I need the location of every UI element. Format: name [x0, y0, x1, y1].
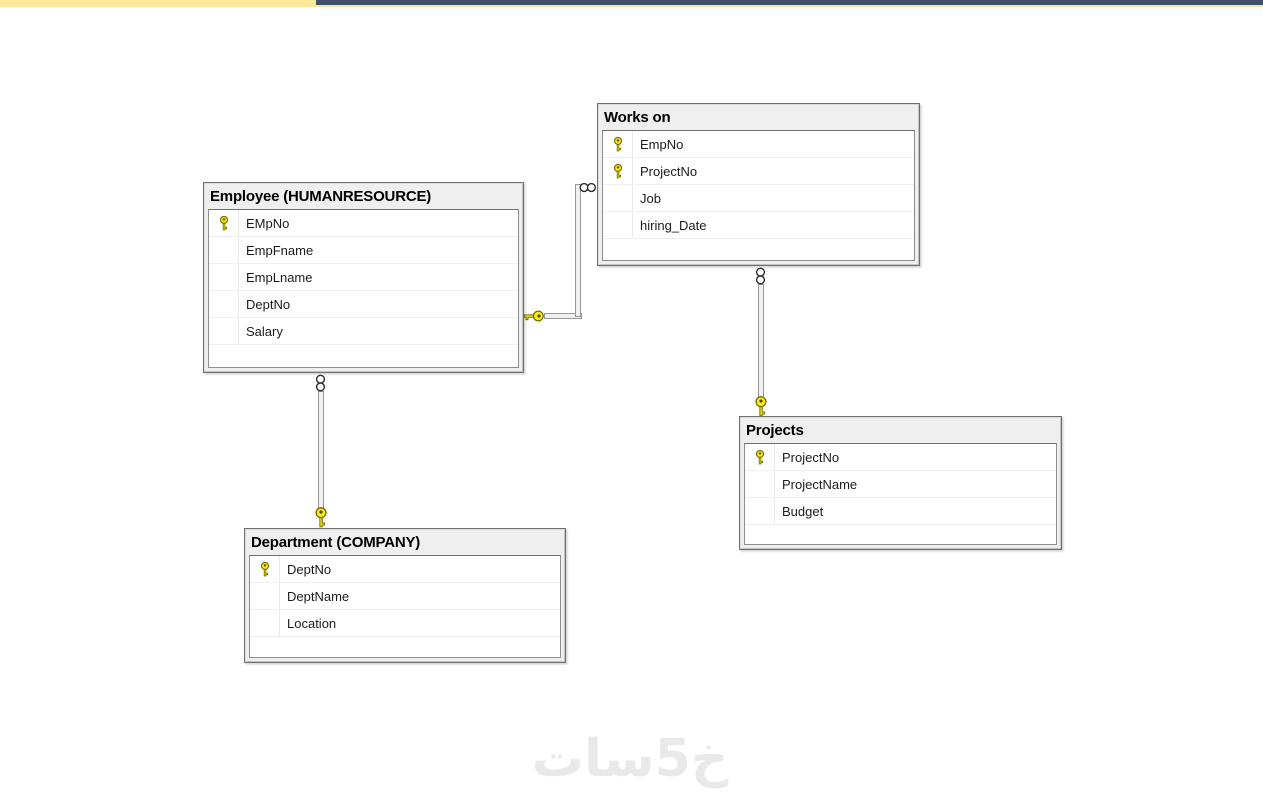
- field-name-label: EmpFname: [246, 242, 314, 258]
- field-row[interactable]: Job: [603, 185, 914, 212]
- field-row[interactable]: EMpNo: [209, 210, 518, 237]
- table-title: Department (COMPANY): [251, 534, 421, 551]
- field-row[interactable]: EmpLname: [209, 264, 518, 291]
- table-title: Works on: [604, 109, 671, 126]
- key-icon: [523, 309, 545, 323]
- primary-key-icon: [209, 210, 239, 236]
- field-name-label: DeptName: [287, 588, 350, 604]
- table-title: Employee (HUMANRESOURCE): [210, 188, 432, 205]
- icon-cell: [603, 185, 633, 211]
- icon-cell: [209, 291, 239, 317]
- field-row[interactable]: DeptName: [250, 583, 560, 610]
- field-row[interactable]: DeptNo: [209, 291, 518, 318]
- topbar-left-segment: [0, 0, 316, 7]
- icon-cell: [250, 583, 280, 609]
- infinity-icon: [754, 267, 767, 286]
- watermark-text: خ5سات: [531, 729, 729, 789]
- field-name-label: EmpNo: [640, 136, 684, 152]
- field-row[interactable]: ProjectNo: [745, 444, 1056, 471]
- primary-key-icon: [745, 444, 775, 470]
- icon-cell: [209, 318, 239, 344]
- topbar-accent-underline: [316, 5, 1263, 7]
- field-row[interactable]: ProjectNo: [603, 158, 914, 185]
- primary-key-icon: [603, 131, 633, 157]
- key-icon: [314, 506, 328, 528]
- field-name-label: DeptNo: [287, 561, 332, 577]
- icon-cell: [603, 212, 633, 238]
- field-row[interactable]: EmpNo: [603, 131, 914, 158]
- field-name-label: ProjectNo: [782, 449, 840, 465]
- field-name-label: Location: [287, 615, 337, 631]
- table-title: Projects: [746, 422, 804, 439]
- field-row[interactable]: hiring_Date: [603, 212, 914, 239]
- infinity-icon: [314, 374, 327, 393]
- infinity-icon: [579, 181, 597, 194]
- field-row[interactable]: Salary: [209, 318, 518, 345]
- field-name-label: DeptNo: [246, 296, 291, 312]
- field-name-label: ProjectNo: [640, 163, 698, 179]
- icon-cell: [745, 471, 775, 497]
- field-row[interactable]: DeptNo: [250, 556, 560, 583]
- field-name-label: Budget: [782, 503, 824, 519]
- field-row[interactable]: ProjectName: [745, 471, 1056, 498]
- field-row[interactable]: EmpFname: [209, 237, 518, 264]
- field-name-label: hiring_Date: [640, 217, 707, 233]
- field-name-label: Job: [640, 190, 661, 206]
- key-icon: [754, 395, 768, 417]
- field-name-label: EmpLname: [246, 269, 313, 285]
- relationship-line-employee-workson[interactable]: [575, 184, 581, 317]
- primary-key-icon: [250, 556, 280, 582]
- icon-cell: [209, 237, 239, 263]
- field-row[interactable]: Location: [250, 610, 560, 637]
- topbar-accent-segment: [316, 0, 1263, 5]
- icon-cell: [209, 264, 239, 290]
- field-row[interactable]: Budget: [745, 498, 1056, 525]
- relationship-line-employee-workson[interactable]: [544, 313, 582, 319]
- field-name-label: EMpNo: [246, 215, 290, 231]
- icon-cell: [745, 498, 775, 524]
- relationship-line-workson-projects[interactable]: [758, 284, 764, 398]
- primary-key-icon: [603, 158, 633, 184]
- icon-cell: [250, 610, 280, 636]
- field-name-label: Salary: [246, 323, 283, 339]
- field-name-label: ProjectName: [782, 476, 858, 492]
- relationship-line-employee-department[interactable]: [318, 391, 324, 510]
